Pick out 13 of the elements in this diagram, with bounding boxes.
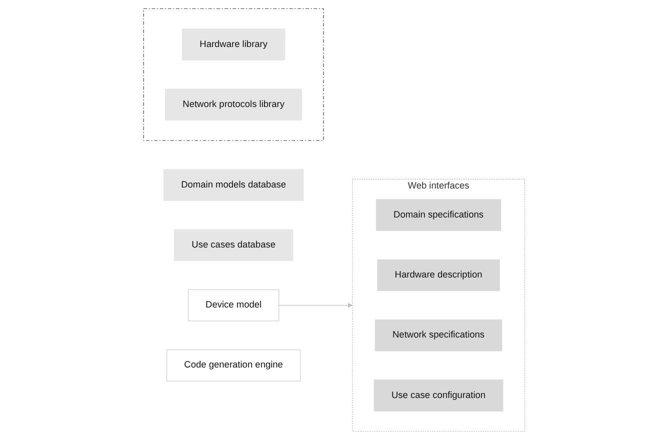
node-box <box>374 318 502 351</box>
node-box <box>376 198 502 230</box>
node-box <box>163 168 304 200</box>
node-box <box>374 379 504 411</box>
node-box <box>174 228 293 261</box>
cluster <box>352 178 525 432</box>
node-box <box>182 28 286 60</box>
node-box <box>164 88 302 120</box>
cluster <box>143 8 324 140</box>
arrow <box>278 302 353 308</box>
node-box <box>377 258 500 291</box>
node-box <box>188 288 280 321</box>
node-box <box>166 349 300 381</box>
